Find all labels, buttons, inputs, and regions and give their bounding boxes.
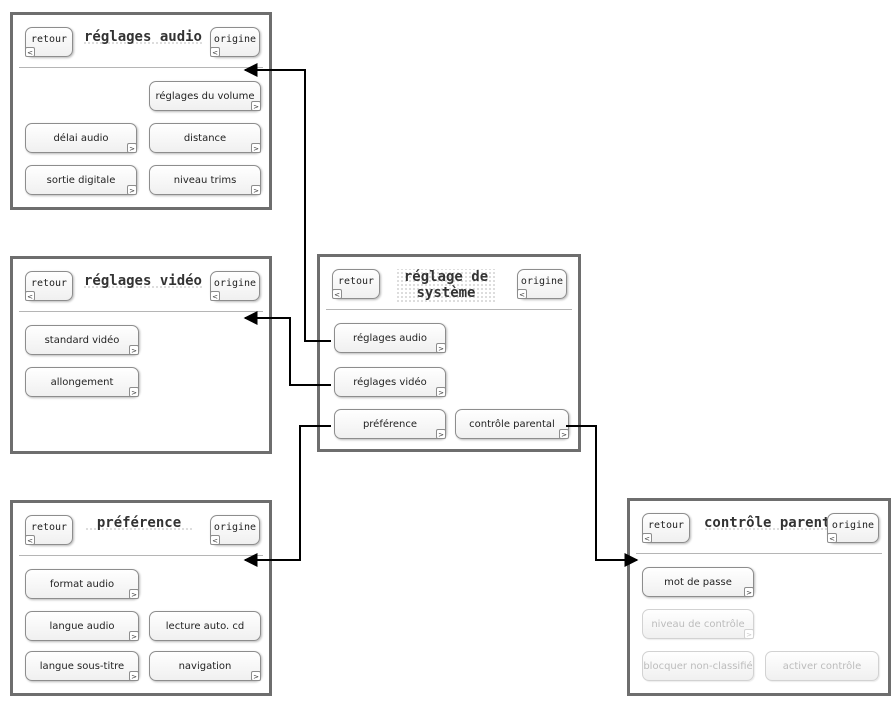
arrow-audio-settings bbox=[243, 63, 331, 342]
divider bbox=[326, 309, 572, 310]
arrow-video-settings bbox=[243, 311, 331, 386]
home-button[interactable]: origine < bbox=[517, 269, 567, 299]
chevron-right-icon: > bbox=[744, 587, 754, 597]
arrow-preference bbox=[243, 425, 331, 567]
divider bbox=[636, 553, 882, 554]
chevron-right-icon: > bbox=[436, 343, 446, 353]
chevron-right-icon: > bbox=[251, 671, 261, 681]
chevron-right-icon: > bbox=[129, 631, 139, 641]
video-settings-panel: retour < réglages vidéo origine < standa… bbox=[10, 256, 272, 454]
back-arrow-icon: < bbox=[332, 289, 342, 299]
control-level-button: niveau de contrôle > bbox=[642, 609, 754, 639]
panel-title: préférence bbox=[85, 515, 193, 535]
home-arrow-icon: < bbox=[827, 533, 837, 543]
chevron-right-icon: > bbox=[127, 143, 137, 153]
parental-control-panel: retour < contrôle parental origine < mot… bbox=[627, 498, 891, 696]
chevron-right-icon: > bbox=[744, 629, 754, 639]
preference-panel: retour < préférence origine < format aud… bbox=[10, 500, 272, 696]
back-arrow-icon: < bbox=[25, 291, 35, 301]
chevron-right-icon: > bbox=[436, 429, 446, 439]
chevron-right-icon: > bbox=[129, 387, 139, 397]
chevron-right-icon: > bbox=[251, 185, 261, 195]
chevron-right-icon: > bbox=[251, 143, 261, 153]
back-arrow-icon: < bbox=[642, 533, 652, 543]
audio-format-button[interactable]: format audio > bbox=[25, 569, 139, 599]
home-arrow-icon: < bbox=[210, 291, 220, 301]
divider bbox=[19, 555, 263, 556]
divider bbox=[19, 67, 263, 68]
home-arrow-icon: < bbox=[517, 289, 527, 299]
back-arrow-icon: < bbox=[25, 535, 35, 545]
chevron-right-icon: > bbox=[559, 429, 569, 439]
chevron-right-icon: > bbox=[436, 387, 446, 397]
arrow-parental-control bbox=[566, 425, 639, 567]
divider bbox=[19, 311, 263, 312]
chevron-right-icon: > bbox=[129, 589, 139, 599]
back-arrow-icon: < bbox=[25, 47, 35, 57]
panel-title: réglages vidéo bbox=[83, 273, 203, 293]
chevron-right-icon: > bbox=[129, 671, 139, 681]
chevron-right-icon: > bbox=[129, 345, 139, 355]
home-button[interactable]: origine < bbox=[827, 513, 879, 543]
home-arrow-icon: < bbox=[210, 47, 220, 57]
audio-settings-panel: retour < réglages audio origine < réglag… bbox=[10, 12, 272, 210]
chevron-right-icon: > bbox=[251, 101, 261, 111]
chevron-right-icon: > bbox=[127, 185, 137, 195]
panel-title: contrôle parental bbox=[704, 515, 847, 535]
panel-title: réglages audio bbox=[83, 29, 203, 49]
home-arrow-icon: < bbox=[210, 535, 220, 545]
panel-title: réglage de système bbox=[396, 269, 496, 303]
